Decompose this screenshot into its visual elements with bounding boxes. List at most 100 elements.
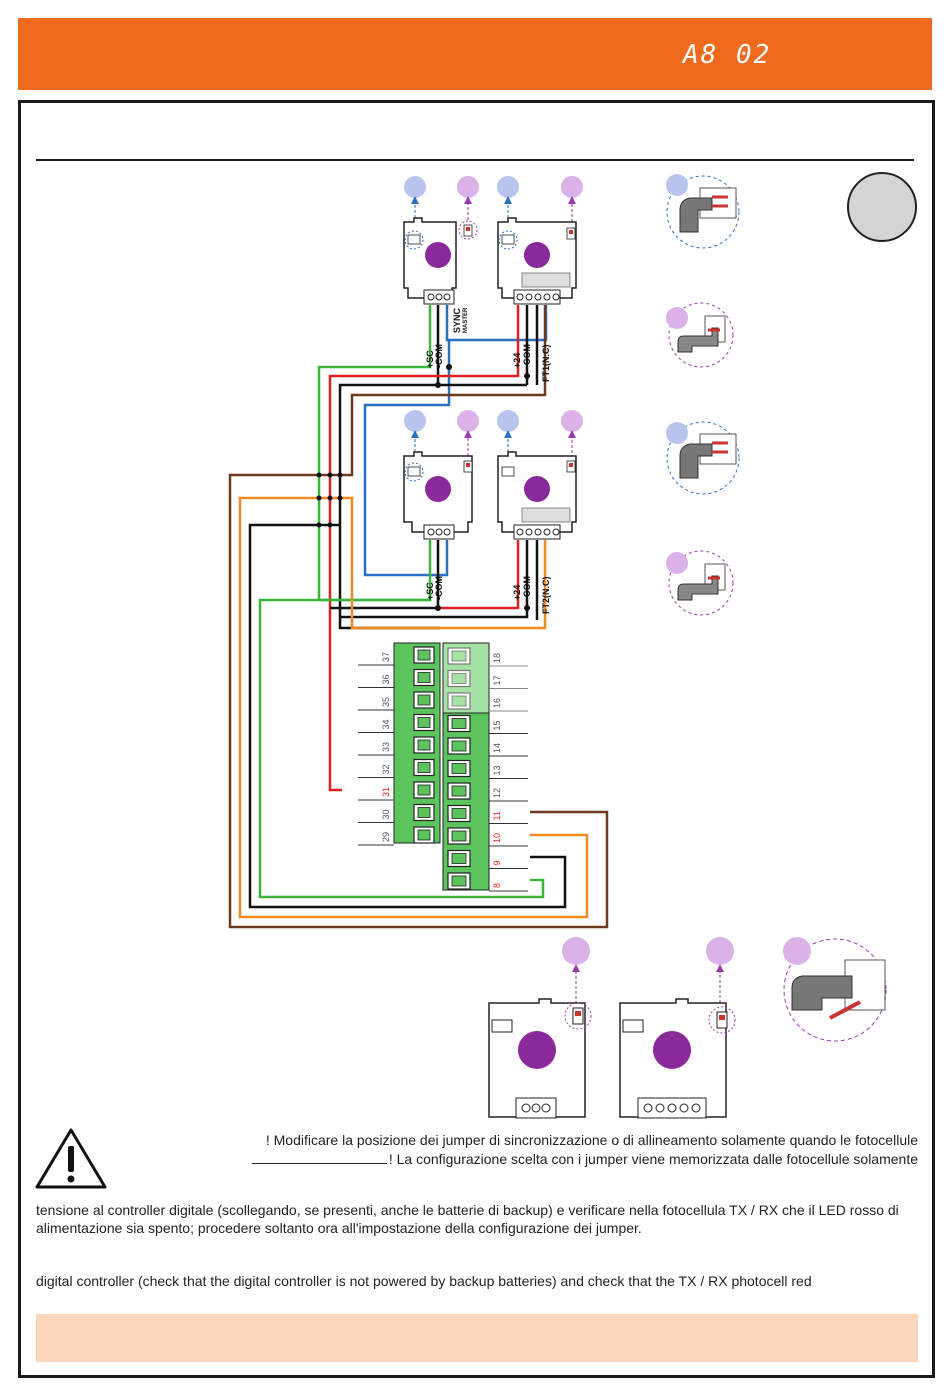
content-frame (18, 100, 935, 1378)
terminal-number: 16 (492, 698, 502, 708)
sync-label: SYNC (452, 307, 462, 333)
terminal-right-column: 18 17 16 15 14 13 12 11 10 9 8 (447, 647, 528, 892)
tx1-terminal-labels: +SC -COM SYNC MASTER +24 -COM FT1(N.C) (425, 307, 551, 382)
rx1-com-label: -COM (522, 344, 532, 368)
terminal-number: 11 (492, 811, 502, 820)
page-code: A8 02 (683, 40, 772, 70)
terminal-screw-inner (451, 718, 467, 729)
jumper-detail-2 (666, 302, 734, 368)
photocell-rx-1 (497, 176, 583, 305)
tx2-sc-label: +SC (425, 582, 435, 600)
wire-crossing-dots (316, 472, 530, 611)
terminal-number: 14 (492, 743, 502, 753)
warning-line-1: ! Modificare la posizione dei jumper di … (265, 1132, 918, 1148)
warning-line-2: ! La configurazione scelta con i jumper … (150, 1150, 918, 1168)
terminal-screw-inner (417, 717, 431, 728)
jumper-indicator-blue (404, 176, 426, 198)
terminal-screw-inner (417, 694, 431, 706)
grey-badge-circle (847, 172, 917, 242)
terminal-number: 18 (492, 653, 502, 663)
jumper-detail-4 (666, 550, 734, 616)
lens (524, 242, 550, 268)
warning-paragraph-it: tensione al controller digitale (scolleg… (36, 1202, 899, 1236)
tx1-com-label: -COM (434, 344, 444, 368)
terminal-screw-inner (417, 829, 431, 841)
lens (425, 476, 451, 502)
tx2-terminal-labels: +SC -COM +24 -COM FT2(N.C) (425, 576, 551, 614)
jumper-indicator-purple (561, 410, 583, 432)
lens (524, 476, 550, 502)
jumper-detail-1 (666, 174, 740, 249)
terminal-screw-inner (417, 807, 431, 818)
terminal-screw-inner (451, 830, 467, 842)
terminal-screw-inner (451, 673, 467, 684)
rx1-ft1-label: FT1(N.C) (541, 345, 551, 383)
terminal-screw-inner (417, 762, 431, 773)
jumper-indicator-purple (706, 937, 734, 965)
terminal-number: 12 (492, 788, 502, 798)
rx2-ft2-label: FT2(N.C) (541, 577, 551, 615)
photocell-tx-1 (403, 176, 479, 305)
terminal-number: 15 (492, 720, 502, 730)
photocell-tx-2 (403, 410, 479, 540)
lens (653, 1031, 691, 1069)
jumper-indicator-blue (497, 176, 519, 198)
terminal-number: 33 (381, 742, 391, 752)
section-rule (36, 159, 914, 161)
header-bar: A8 02 (18, 18, 932, 90)
tx2-com-label: -COM (434, 576, 444, 600)
rx2-24-label: +24 (512, 585, 522, 600)
warning-paragraph-en: digital controller (check that the digit… (36, 1273, 812, 1289)
jumper-indicator-purple (457, 410, 479, 432)
terminal-screw-inner (417, 784, 431, 796)
tx1-sc-label: +SC (425, 350, 435, 368)
terminal-screw-inner (417, 672, 431, 683)
terminal-number: 35 (381, 697, 391, 707)
note-box (36, 1314, 918, 1362)
terminal-number: 30 (381, 809, 391, 819)
terminal-number: 37 (381, 652, 391, 662)
jumper-detail-large (783, 937, 887, 1042)
blank-underline (251, 1163, 387, 1164)
terminal-screw-inner (417, 649, 431, 661)
lens (518, 1031, 556, 1069)
rx2-com-label: -COM (522, 576, 532, 600)
terminal-screw-inner (451, 808, 467, 819)
terminal-number: 10 (492, 833, 502, 843)
terminal-screw-inner (451, 875, 467, 887)
warning-line-2-text: ! La configurazione scelta con i jumper … (388, 1151, 918, 1167)
terminal-number: 9 (492, 860, 502, 865)
jumper-indicator-purple (562, 937, 590, 965)
jumper-indicator-purple (457, 176, 479, 198)
terminal-left-column: 37 36 35 34 33 32 31 30 29 (358, 646, 435, 846)
jumper-indicator-blue (497, 410, 519, 432)
terminal-number: 8 (492, 883, 502, 888)
terminal-number: 31 (381, 787, 391, 797)
terminal-block (393, 642, 490, 891)
terminal-number: 13 (492, 765, 502, 775)
terminal-number: 36 (381, 674, 391, 684)
terminal-number: 32 (381, 764, 391, 774)
rx1-24-label: +24 (512, 353, 522, 368)
jumper-indicator-purple (561, 176, 583, 198)
terminal-screw-inner (451, 853, 467, 864)
jumper-detail-3 (666, 421, 740, 495)
jumper-indicator-blue (404, 410, 426, 432)
terminal-screw-inner (417, 739, 431, 751)
terminal-screw-inner (451, 785, 467, 797)
lens (425, 242, 451, 268)
terminal-screw-inner (451, 650, 467, 662)
terminal-screw-inner (451, 763, 467, 774)
photocell-tx-bottom (488, 937, 592, 1119)
junction-dots (435, 364, 530, 388)
master-label: MASTER (463, 307, 469, 333)
terminal-screw-inner (451, 695, 467, 707)
terminal-number: 29 (381, 832, 391, 842)
warning-icon (35, 1128, 107, 1189)
photocell-rx-bottom (619, 937, 736, 1119)
terminal-number: 17 (492, 675, 502, 685)
terminal-number: 34 (381, 719, 391, 729)
terminal-screw-inner (451, 740, 467, 752)
photocell-rx-2 (497, 410, 583, 540)
